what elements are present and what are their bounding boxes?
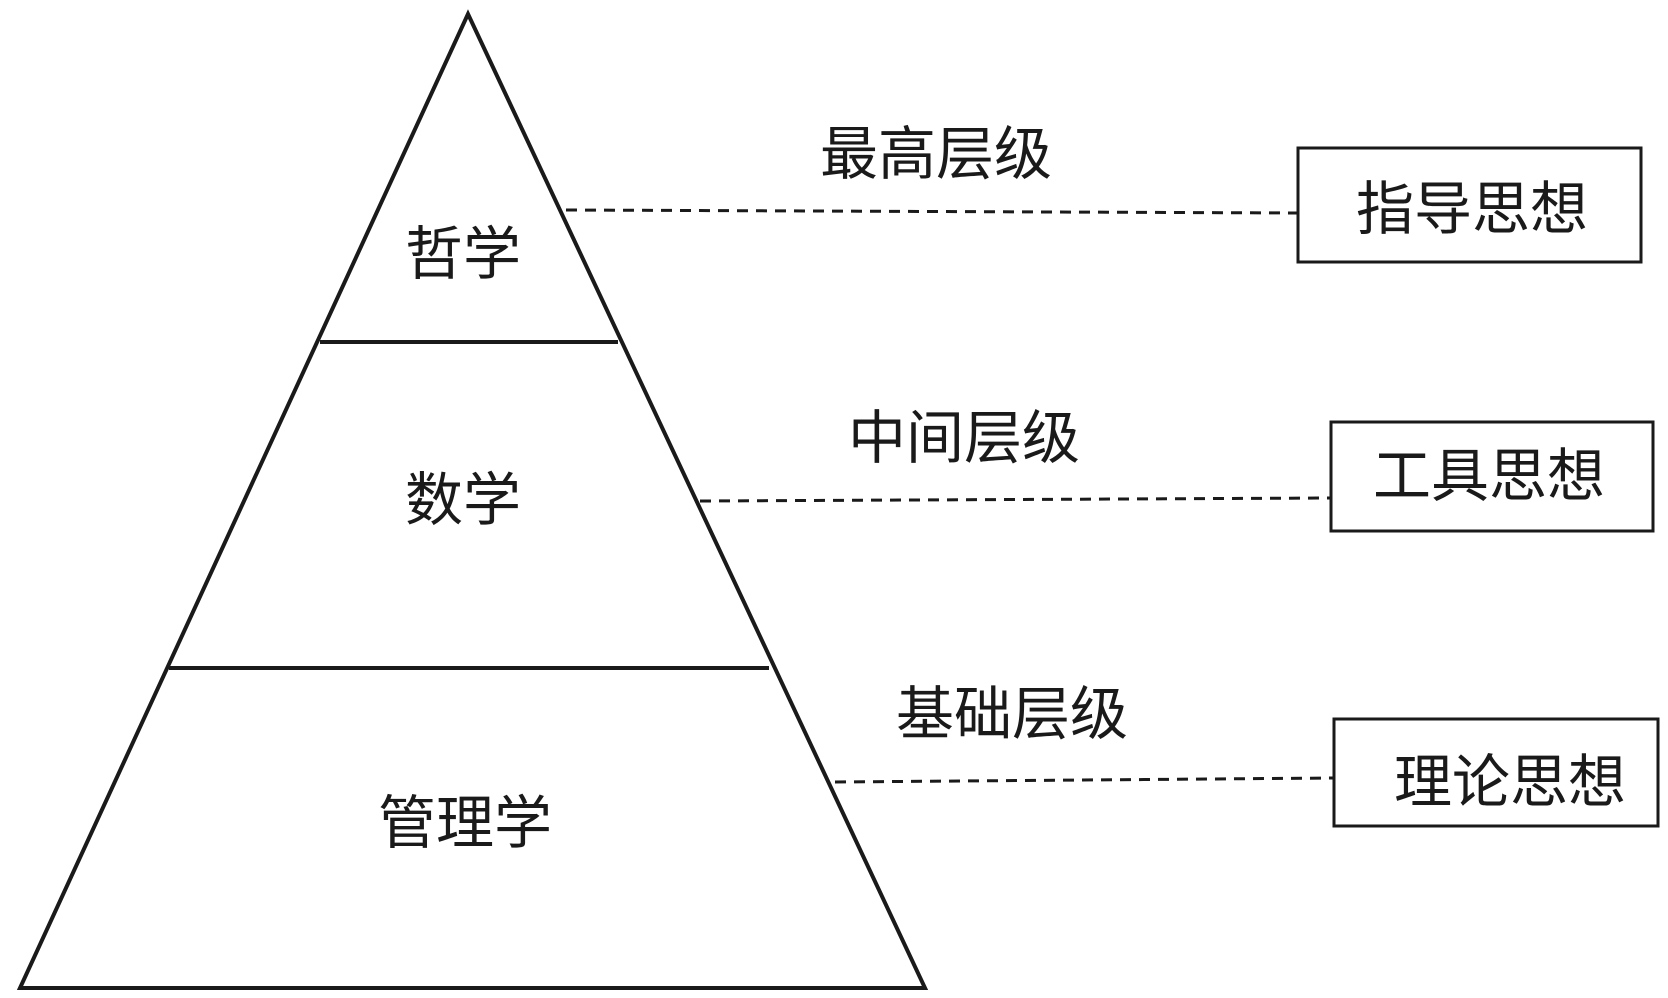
level-label-top: 最高层级: [820, 120, 1052, 188]
tier-label-mathematics: 数学: [405, 466, 521, 534]
connector-middle: [699, 496, 1332, 503]
level-label-base: 基础层级: [896, 680, 1128, 748]
pyramid-outline: [16, 9, 929, 990]
box-label-theory-thought: 理论思想: [1394, 748, 1626, 816]
connector-base: [834, 776, 1335, 784]
tier-label-philosophy: 哲学: [405, 220, 521, 288]
box-theory-thought: [1332, 717, 1660, 828]
tier-label-management: 管理学: [378, 789, 552, 857]
box-tool-thought: [1329, 420, 1655, 533]
box-label-guiding-thought: 指导思想: [1356, 175, 1588, 243]
connector-top: [565, 208, 1299, 215]
level-label-middle: 中间层级: [848, 404, 1080, 472]
box-label-tool-thought: 工具思想: [1373, 442, 1605, 510]
box-guiding-thought: [1296, 146, 1643, 264]
